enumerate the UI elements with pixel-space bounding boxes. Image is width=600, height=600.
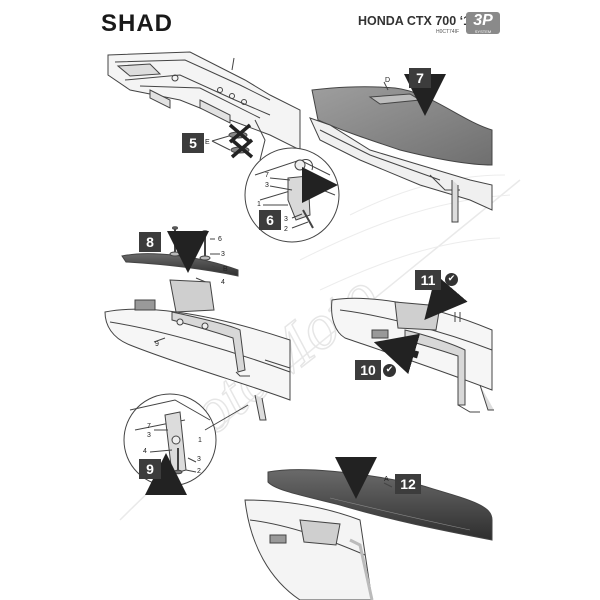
label-d: D — [385, 77, 391, 84]
label-3: 3 — [265, 182, 269, 189]
label-6: 6 — [218, 236, 222, 243]
step-11-badge: 11 — [415, 270, 441, 290]
step-6-badge: 6 — [259, 210, 281, 230]
label-1: 1 — [198, 437, 202, 444]
label-1: 1 — [257, 201, 261, 208]
label-9: 9 — [155, 341, 159, 348]
label-3: 3 — [197, 456, 201, 463]
panel-step-5 — [107, 51, 301, 161]
step-12-badge: 12 — [395, 474, 421, 494]
product-code: H0CT74IF — [436, 29, 460, 35]
system-badge-label: 3P — [473, 12, 493, 29]
label-2: 2 — [197, 468, 201, 475]
panel-side-rack — [104, 279, 291, 421]
system-badge-sub: SYSTEM — [474, 29, 492, 34]
label-3: 3 — [147, 432, 151, 439]
label-b: B — [223, 266, 228, 273]
step-8-badge: 8 — [139, 232, 161, 252]
label-3: 3 — [284, 216, 288, 223]
label-2: 2 — [284, 226, 288, 233]
brand-logo: SHAD — [101, 10, 174, 37]
system-badge: 3P SYSTEM — [466, 12, 500, 34]
step-10-badge: 10 — [355, 360, 381, 380]
panel-step-10-11 — [331, 274, 494, 413]
step-5-badge: 5 — [182, 133, 204, 153]
vehicle-model: HONDA CTX 700 ‘14 — [358, 14, 478, 28]
panel-step-8 — [121, 226, 239, 284]
label-7: 7 — [147, 423, 151, 430]
step-9-badge: 9 — [139, 459, 161, 479]
panel-step-12 — [244, 457, 493, 600]
label-e: E — [205, 139, 210, 146]
label-a: A — [384, 476, 389, 483]
label-7: 7 — [265, 172, 269, 179]
check-circle-icon: ✔ — [383, 364, 396, 377]
label-4: 4 — [143, 448, 147, 455]
check-circle-icon: ✔ — [445, 273, 458, 286]
panel-step-7 — [309, 74, 493, 223]
label-3: 3 — [221, 251, 225, 258]
label-4: 4 — [221, 279, 225, 286]
step-7-badge: 7 — [409, 68, 431, 88]
